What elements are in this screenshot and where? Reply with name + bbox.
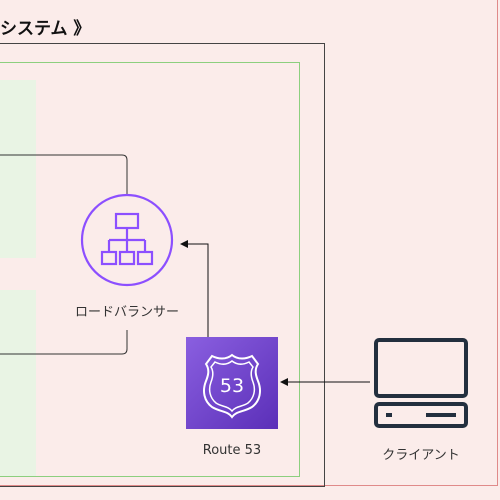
subnet-upper xyxy=(0,80,36,258)
system-group-frame xyxy=(0,43,325,487)
route53-icon-box[interactable]: 53 xyxy=(186,337,278,429)
client-computer-icon[interactable] xyxy=(374,338,468,428)
outer-group-frame xyxy=(0,0,498,486)
load-balancer-icon[interactable] xyxy=(80,193,174,287)
load-balancer-label: ロードバランサー xyxy=(74,305,179,320)
client-label: クライアント xyxy=(382,448,460,463)
system-title: システム 》 xyxy=(0,19,91,39)
subnet-lower xyxy=(0,290,36,476)
route53-shield-icon: 53 xyxy=(203,353,261,419)
vpc-group-frame xyxy=(0,62,300,477)
arrow-route53-to-lb xyxy=(180,240,209,337)
route53-badge-text: 53 xyxy=(220,375,244,397)
connector-lb-to-upper-target xyxy=(0,154,128,195)
connector-lb-to-lower-target xyxy=(0,330,128,355)
route53-label: Route 53 xyxy=(202,443,262,458)
